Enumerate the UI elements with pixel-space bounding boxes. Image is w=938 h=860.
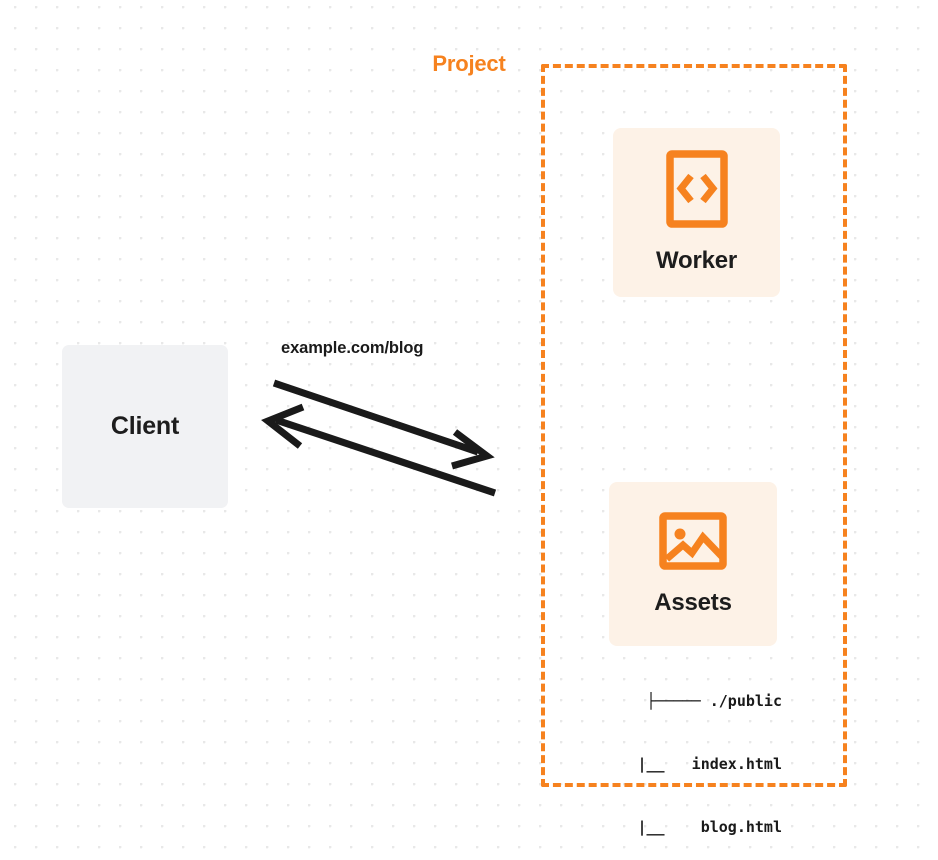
response-arrow: [261, 403, 497, 497]
node-client[interactable]: Client: [62, 345, 228, 508]
request-arrow: [272, 379, 495, 470]
project-container: [541, 64, 847, 787]
assets-label: Assets: [654, 588, 732, 616]
tree-row: ├───── ./public: [646, 692, 782, 710]
connection-label: example.com/blog: [281, 339, 424, 357]
tree-row: |__ blog.html: [592, 818, 782, 836]
node-assets[interactable]: Assets: [609, 482, 777, 646]
asset-file-tree: ├───── ./public |__ index.html |__ blog.…: [582, 649, 782, 860]
image-icon: [659, 511, 727, 575]
tree-row: |__ index.html: [592, 755, 782, 773]
node-worker[interactable]: Worker: [613, 128, 780, 297]
client-label: Client: [110, 412, 180, 440]
code-file-icon: [665, 150, 728, 233]
project-title: Project: [425, 51, 513, 77]
worker-label: Worker: [655, 247, 738, 274]
